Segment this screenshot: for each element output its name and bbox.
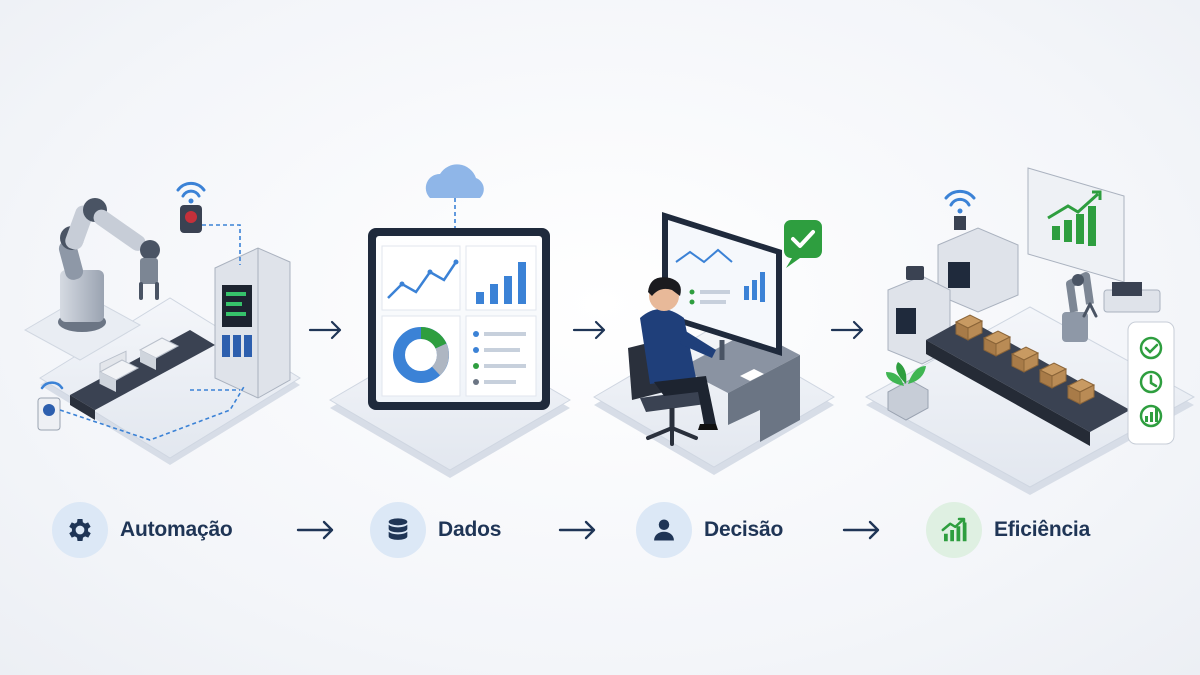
step-label-text: Decisão — [704, 518, 784, 541]
database-icon — [370, 502, 426, 558]
wifi-icon — [944, 189, 976, 230]
step-label-text: Automação — [120, 518, 233, 541]
arrow-right-icon — [308, 320, 342, 340]
growth-display-panel — [1027, 167, 1125, 283]
step-decision: Decisão — [636, 500, 783, 560]
step-efficiency: Eficiência — [926, 500, 1090, 560]
conveyor-belt — [70, 330, 215, 420]
gear-icon — [52, 502, 108, 558]
small-sensor-icon — [37, 381, 64, 431]
data-link-lines — [59, 224, 246, 441]
potted-plant-icon — [886, 362, 929, 421]
decision-monitor — [662, 212, 782, 360]
production-conveyor — [926, 314, 1130, 446]
arrow-right-icon — [296, 519, 336, 546]
step-label-text: Dados — [438, 518, 502, 541]
iot-sensor-icon — [176, 181, 206, 233]
step-automation: Automação — [52, 500, 233, 560]
step-data: Dados — [370, 500, 501, 560]
person-icon — [636, 502, 692, 558]
robot-arm-icon — [58, 198, 160, 332]
arrow-right-icon — [830, 320, 864, 340]
small-robot-arm-icon — [1062, 272, 1098, 342]
status-panel — [1127, 321, 1175, 445]
approval-check-icon — [784, 220, 822, 268]
person-at-computer — [628, 277, 718, 446]
arrow-right-icon — [572, 320, 606, 340]
scene-arrows — [308, 320, 864, 340]
arrow-right-icon — [558, 519, 598, 546]
control-cabinet — [214, 247, 291, 399]
arrow-right-icon — [842, 519, 882, 546]
cloud-icon — [425, 164, 484, 232]
growth-chart-icon — [926, 502, 982, 558]
step-label-text: Eficiência — [994, 518, 1091, 541]
analytics-dashboard-monitor — [368, 228, 550, 410]
